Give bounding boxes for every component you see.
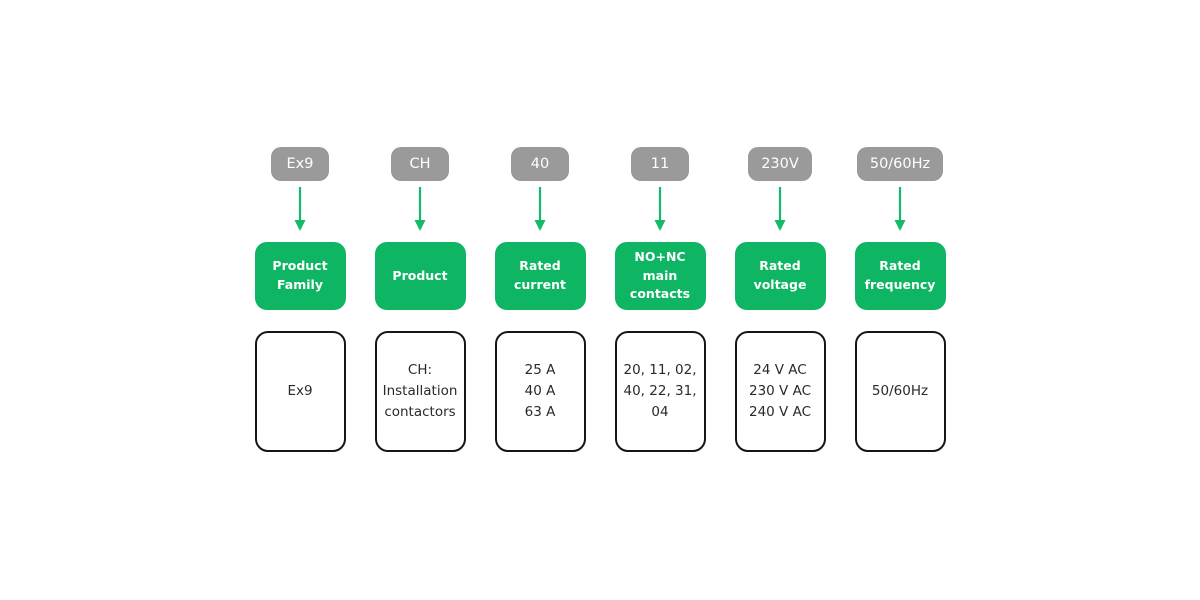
down-arrow-icon <box>294 187 306 231</box>
segment-label: Rated current <box>494 242 586 310</box>
down-arrow-icon <box>774 187 786 231</box>
down-arrow-icon <box>534 187 546 231</box>
code-badge: 11 <box>631 147 689 181</box>
code-badge: 230V <box>748 147 812 181</box>
down-arrow-icon <box>414 187 426 231</box>
column-product-family: Ex9 Product Family Ex9 <box>254 147 346 452</box>
segment-label: Product <box>374 242 466 310</box>
column-main-contacts: 11 NO+NC main contacts 20, 11, 02, 40, 2… <box>614 147 706 452</box>
segment-values: 25 A 40 A 63 A <box>494 331 586 452</box>
column-rated-voltage: 230V Rated voltage 24 V AC 230 V AC 240 … <box>734 147 826 452</box>
code-badge: CH <box>391 147 449 181</box>
column-product: CH Product CH: Installation contactors <box>374 147 466 452</box>
segment-label: NO+NC main contacts <box>614 242 706 310</box>
segment-values: 50/60Hz <box>854 331 946 452</box>
code-badge: 50/60Hz <box>856 147 944 181</box>
segment-values: 20, 11, 02, 40, 22, 31, 04 <box>614 331 706 452</box>
code-badge: Ex9 <box>271 147 329 181</box>
segment-values: CH: Installation contactors <box>374 331 466 452</box>
segment-label: Rated voltage <box>734 242 826 310</box>
code-badge: 40 <box>511 147 569 181</box>
segment-values: 24 V AC 230 V AC 240 V AC <box>734 331 826 452</box>
down-arrow-icon <box>654 187 666 231</box>
column-rated-current: 40 Rated current 25 A 40 A 63 A <box>494 147 586 452</box>
segment-label: Product Family <box>254 242 346 310</box>
segment-label: Rated frequency <box>854 242 946 310</box>
down-arrow-icon <box>894 187 906 231</box>
segment-values: Ex9 <box>254 331 346 452</box>
column-rated-frequency: 50/60Hz Rated frequency 50/60Hz <box>854 147 946 452</box>
